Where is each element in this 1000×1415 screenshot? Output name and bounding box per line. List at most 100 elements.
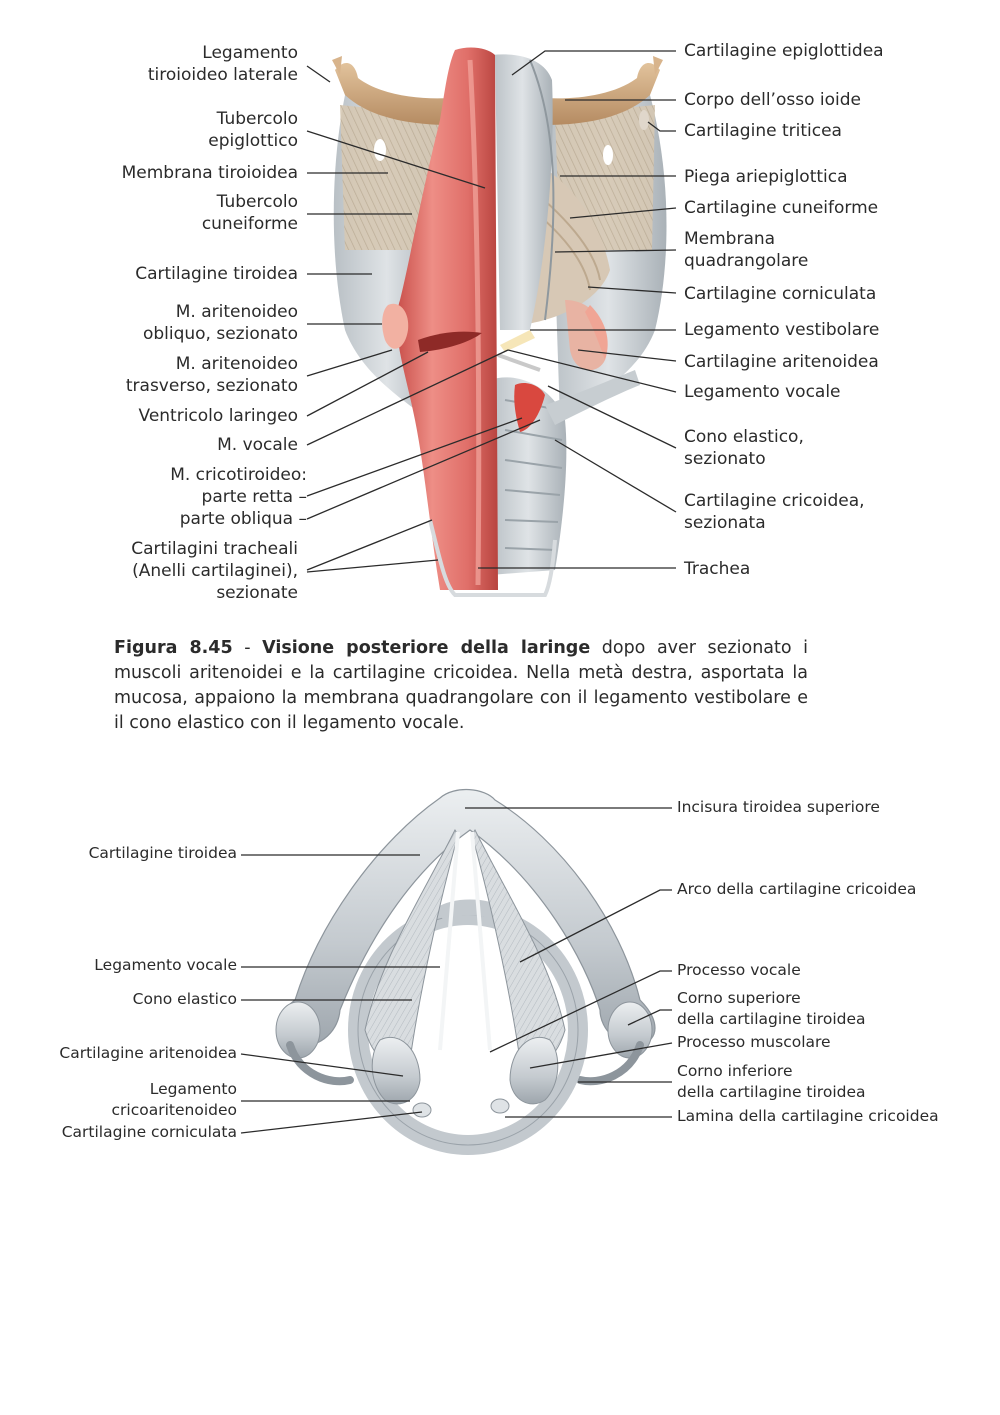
label-line: Membrana	[684, 229, 776, 249]
label-line: Cartilagine cricoidea,	[684, 491, 865, 511]
label-line: Cartilagine tiroidea	[88, 844, 237, 862]
label-line: Lamina della cartilagine cricoidea	[677, 1107, 939, 1125]
label-line: sezionata	[684, 513, 766, 533]
label-legamento-vocale: Legamento vocale	[684, 381, 841, 403]
label2-cartilagine-tiroidea: Cartilagine tiroidea	[89, 843, 237, 864]
label-line: Cartilagine corniculata	[61, 1123, 237, 1141]
label-line: M. cricotiroideo:	[170, 465, 307, 485]
label-line: Corno inferiore	[677, 1062, 793, 1080]
label-line: trasverso, sezionato	[125, 376, 298, 396]
label2-cono-elastico: Cono elastico	[133, 989, 237, 1010]
label-line: Legamento vocale	[94, 956, 237, 974]
label-membrana-tiroioidea: Membrana tiroioidea	[122, 162, 298, 184]
label-line: Corno superiore	[677, 989, 801, 1007]
trachea-rings	[428, 519, 557, 597]
label-line: Legamento	[202, 43, 298, 63]
label2-corno-inferiore: Corno inferiore della cartilagine tiroide…	[677, 1061, 866, 1103]
label-line: Membrana tiroioidea	[121, 163, 298, 183]
arytenoid-right	[509, 1037, 559, 1105]
label-ventricolo-laringeo: Ventricolo laringeo	[139, 405, 298, 427]
label-cartilagine-epiglottidea: Cartilagine epiglottidea	[684, 40, 882, 62]
label-line: parte retta –	[201, 487, 307, 507]
label-line: Cartilagine aritenoidea	[59, 1044, 237, 1062]
label-corpo-osso-ioide: Corpo dell’osso ioide	[684, 89, 861, 111]
label2-legamento-vocale: Legamento vocale	[94, 955, 237, 976]
label-line: Corpo dell’osso ioide	[684, 90, 861, 110]
label2-arco-cartilagine-cricoidea: Arco della cartilagine cricoidea	[677, 879, 916, 900]
label-line: Legamento	[149, 1080, 237, 1098]
label-line: Ventricolo laringeo	[138, 406, 298, 426]
label2-processo-vocale: Processo vocale	[677, 960, 801, 981]
cricothyroid-muscle	[514, 383, 545, 432]
label-cartilagine-cuneiforme: Cartilagine cuneiforme	[684, 197, 882, 219]
label-line: Cartilagine aritenoidea	[684, 352, 879, 372]
cricoid-right-half	[490, 377, 567, 575]
label2-incisura-tiroidea-superiore: Incisura tiroidea superiore	[677, 797, 880, 818]
arytenoid-muscle-left	[382, 303, 409, 349]
label-line: Piega ariepiglottica	[684, 167, 848, 187]
label-line: della cartilagine tiroidea	[677, 1083, 866, 1101]
label-cartilagine-triticea: Cartilagine triticea	[684, 120, 842, 142]
label-line: epiglottico	[208, 131, 298, 151]
hyoid-bone-right	[545, 63, 660, 125]
hyoid-bone-left	[335, 63, 450, 125]
label-line: sezionato	[684, 449, 766, 469]
label2-cartilagine-aritenoidea: Cartilagine aritenoidea	[59, 1043, 237, 1064]
superior-horn-right	[607, 1001, 653, 1059]
label-line: Cartilagine triticea	[684, 121, 842, 141]
label-cartilagine-cricoidea: Cartilagine cricoidea,sezionata	[684, 490, 865, 534]
label-cono-elastico: Cono elastico,sezionato	[684, 426, 804, 470]
label2-processo-muscolare: Processo muscolare	[677, 1032, 831, 1053]
label-line: tiroioideo laterale	[147, 65, 298, 85]
label-m-vocale: M. vocale	[217, 434, 298, 456]
larynx-superior-view-illustration	[240, 788, 673, 1155]
label-line: (Anelli cartilaginei),	[132, 561, 298, 581]
label-line: cuneiforme	[201, 214, 298, 234]
label-line: sezionate	[216, 583, 298, 603]
label-line: M. vocale	[217, 435, 298, 455]
superior-horn-left	[275, 1001, 321, 1059]
epiglottis	[492, 54, 553, 330]
caption-figure-number: Figura 8.45	[114, 638, 233, 658]
label-line: Cono elastico	[132, 990, 237, 1008]
caption-separator: -	[232, 638, 263, 658]
leader-lines-right-2	[465, 807, 673, 1118]
label-cartilagine-corniculata: Cartilagine corniculata	[684, 283, 882, 305]
label-line: Cartilagine epiglottidea	[684, 41, 882, 61]
label-line: Cartilagine cuneiforme	[684, 198, 879, 218]
label-line: quadrangolare	[684, 251, 809, 271]
label-line: Trachea	[684, 559, 751, 579]
label2-cartilagine-corniculata: Cartilagine corniculata	[62, 1122, 237, 1143]
leader-lines-right	[478, 50, 677, 569]
label-line: della cartilagine tiroidea	[677, 1010, 866, 1028]
label2-lamina-cartilagine-cricoidea: Lamina della cartilagine cricoidea	[677, 1106, 939, 1127]
label-line: Legamento vestibolare	[684, 320, 880, 340]
label-line: Tubercolo	[216, 192, 298, 212]
label2-corno-superiore: Corno superiore della cartilagine tiroide…	[677, 988, 866, 1030]
leader-lines-left	[306, 65, 541, 573]
label-line: M. aritenoideo	[175, 302, 298, 322]
label-line: Cartilagini tracheali	[131, 539, 298, 559]
laryngeal-ventricle	[418, 331, 482, 352]
label-line: M. aritenoideo	[175, 354, 298, 374]
label-line: Cono elastico,	[684, 427, 804, 447]
label-piega-ariepiglottica: Piega ariepiglottica	[684, 166, 848, 188]
caption-title: Visione posteriore della laringe	[262, 638, 591, 658]
label-line: Legamento vocale	[684, 382, 841, 402]
leader-lines-left-2	[240, 854, 440, 1134]
figure-caption: Figura 8.45 - Visione posteriore della l…	[114, 636, 808, 736]
label-cartilagine-aritenoidea: Cartilagine aritenoidea	[684, 351, 882, 373]
label-line: Arco della cartilagine cricoidea	[677, 880, 917, 898]
label-line: Cartilagine corniculata	[684, 284, 877, 304]
larynx-posterior-view-illustration	[306, 47, 677, 597]
label-line: Incisura tiroidea superiore	[677, 798, 880, 816]
label-trachea: Trachea	[684, 558, 750, 580]
label-line: Cartilagine tiroidea	[135, 264, 298, 284]
